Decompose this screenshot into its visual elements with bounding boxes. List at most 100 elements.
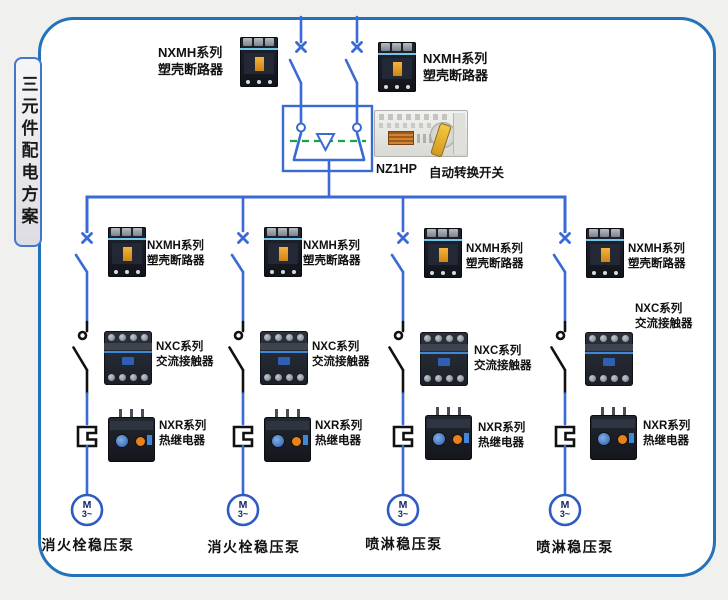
- branch1-contactor-label: NXC系列 交流接触器: [156, 340, 214, 369]
- breaker-stripe: [108, 238, 146, 240]
- breaker-terminal: [278, 228, 287, 236]
- relay-pin: [130, 409, 133, 418]
- relay-chip: [303, 435, 308, 445]
- branch2-load-label: 消火栓稳压泵: [207, 539, 301, 555]
- breaker-toggle: [278, 246, 289, 262]
- contactor-screw: [108, 334, 115, 341]
- contactor-screw: [130, 374, 137, 381]
- relay-product-image: [590, 407, 637, 460]
- relay-product-image: [264, 409, 311, 462]
- branch2-motor-text: M 3~: [230, 500, 256, 519]
- breaker-foot: [430, 271, 434, 275]
- relay-pin: [623, 407, 626, 416]
- contactor-screw: [130, 334, 137, 341]
- ats-indicator-dots: [417, 134, 433, 143]
- motor-letter: M: [238, 499, 248, 511]
- contactor-screw: [119, 374, 126, 381]
- contactor-band: [420, 344, 468, 351]
- label-line: 交流接触器: [474, 359, 532, 372]
- breaker-product-image: [240, 37, 278, 87]
- label-line: NXMH系列: [423, 51, 488, 66]
- incoming-right-breaker-label: NXMH系列 塑壳断路器: [423, 50, 488, 84]
- breaker-stripe: [240, 48, 278, 50]
- breaker-toggle: [122, 246, 133, 262]
- branch-symbol-3: [386, 195, 420, 527]
- branch4-motor-text: M 3~: [552, 500, 578, 519]
- breaker-stripe: [378, 53, 416, 55]
- contactor-band: [585, 344, 633, 351]
- branch-symbol-4: [548, 195, 582, 527]
- breaker-stripe: [424, 239, 462, 241]
- breaker-terminal: [392, 43, 401, 51]
- breaker-foot: [452, 271, 456, 275]
- breaker-terminal: [381, 43, 390, 51]
- contactor-screw: [435, 375, 442, 382]
- motor-letter: M: [398, 499, 408, 511]
- breaker-terminal: [267, 228, 276, 236]
- contactor-screw: [446, 335, 453, 342]
- motor-phase: 3~: [559, 509, 571, 519]
- breaker-foot: [125, 270, 129, 274]
- relay-product-image: [108, 409, 155, 462]
- breaker-foot: [268, 80, 272, 84]
- relay-chip: [629, 433, 634, 443]
- breaker-foot: [395, 85, 399, 89]
- label-line: 热继电器: [315, 434, 361, 447]
- label-line: NXC系列: [156, 341, 204, 353]
- breaker-terminal: [133, 228, 142, 236]
- contactor-screw: [286, 374, 293, 381]
- breaker-product-image: [264, 227, 302, 277]
- relay-chip: [147, 435, 152, 445]
- breaker-foot: [270, 270, 274, 274]
- label-line: 热继电器: [478, 436, 524, 449]
- label-line: NXR系列: [159, 420, 207, 432]
- contactor-screw: [297, 334, 304, 341]
- ats-product-image: [374, 110, 468, 158]
- motor-phase: 3~: [81, 509, 93, 519]
- ats-name: 自动转换开关: [428, 166, 504, 180]
- label-line: 塑壳断路器: [466, 257, 524, 270]
- contactor-screw: [264, 334, 271, 341]
- breaker-foot: [441, 271, 445, 275]
- contactor-stripe: [585, 352, 633, 354]
- breaker-toggle: [392, 61, 403, 77]
- breaker-product-image: [378, 42, 416, 92]
- relay-band: [266, 421, 309, 430]
- relay-pin: [119, 409, 122, 418]
- relay-band: [592, 419, 635, 428]
- relay-reset-button: [617, 434, 628, 445]
- relay-product-image: [425, 407, 472, 460]
- label-line: 塑壳断路器: [147, 254, 205, 267]
- breaker-terminal: [254, 38, 263, 46]
- contactor-screw: [108, 374, 115, 381]
- branch3-contactor-label: NXC系列 交流接触器: [474, 344, 532, 373]
- contactor-screw: [611, 335, 618, 342]
- contactor-band: [104, 343, 152, 350]
- contactor-screw: [622, 375, 629, 382]
- breaker-terminal: [427, 229, 436, 237]
- branch3-breaker-label: NXMH系列 塑壳断路器: [466, 242, 524, 271]
- relay-dial: [597, 432, 611, 446]
- contactor-screw: [275, 334, 282, 341]
- contactor-tag: [278, 357, 290, 365]
- contactor-product-image: [585, 332, 633, 386]
- breaker-toggle: [438, 247, 449, 263]
- breaker-stripe: [264, 238, 302, 240]
- relay-band: [110, 421, 153, 430]
- ats-display-window: [388, 131, 414, 145]
- ats-terminal-row: [379, 114, 451, 120]
- ats-symbol: [281, 104, 374, 199]
- relay-pin: [458, 407, 461, 416]
- label-line: NXC系列: [312, 341, 360, 353]
- breaker-product-image: [586, 228, 624, 278]
- breaker-stripe: [586, 239, 624, 241]
- relay-band: [427, 419, 470, 428]
- branch1-load-label: 消火栓稳压泵: [41, 537, 135, 553]
- motor-letter: M: [560, 499, 570, 511]
- label-line: NXMH系列: [147, 240, 204, 252]
- contactor-tag: [438, 358, 450, 366]
- breaker-product-image: [424, 228, 462, 278]
- contactor-stripe: [104, 351, 152, 353]
- contactor-screw: [600, 335, 607, 342]
- contactor-screw: [297, 374, 304, 381]
